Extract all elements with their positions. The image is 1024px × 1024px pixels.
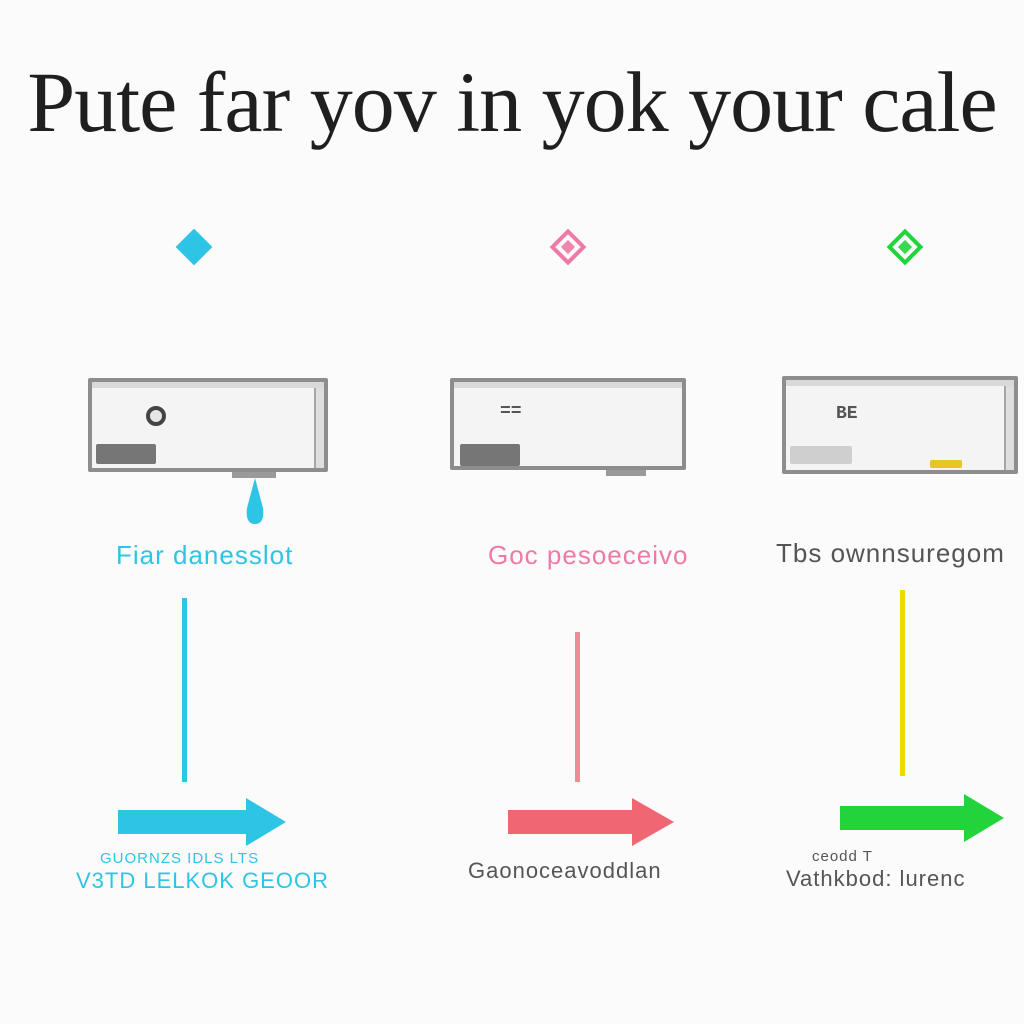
step-3-column: BE Tbs ownnsuregom ceodd T Vathkbod: lur… — [700, 0, 1024, 1024]
step-1-column: Fiar danesslot GUORNZS IDLS LTS V3TD LEL… — [0, 0, 340, 1024]
device-top-edge — [786, 380, 1014, 386]
device-indicator-light — [930, 460, 962, 468]
step-2-column: == Goc pesoeceivo Gaonoceavoddlan — [360, 0, 700, 1024]
device-side-panel — [1004, 386, 1014, 470]
device-slot — [790, 446, 852, 464]
device-top-edge — [454, 382, 682, 388]
green-diamond-icon — [886, 228, 924, 266]
step-1-caption: GUORNZS IDLS LTS V3TD LELKOK GEOOR — [76, 850, 329, 894]
device-slot — [96, 444, 156, 464]
step-3-label: Tbs ownnsuregom — [776, 538, 1005, 568]
step-1-connector-line — [182, 598, 187, 782]
step-1-caption-bottom: V3TD LELKOK GEOOR — [76, 868, 329, 893]
device-2: == — [450, 378, 686, 470]
device-slot — [460, 444, 520, 466]
cyan-diamond-icon — [175, 228, 213, 266]
device-3-mark: BE — [836, 404, 858, 424]
step-3-connector-line — [900, 590, 905, 776]
step-2-caption-bottom: Gaonoceavoddlan — [468, 858, 662, 883]
device-3: BE — [782, 376, 1018, 474]
step-1-label: Fiar danesslot — [116, 540, 294, 570]
step-3-caption-bottom: Vathkbod: lurenc — [786, 866, 966, 891]
step-2-caption: Gaonoceavoddlan — [468, 858, 662, 884]
step-3-caption-top: ceodd T — [812, 848, 873, 865]
device-2-mark: == — [500, 402, 522, 422]
step-3-caption: ceodd T Vathkbod: lurenc — [786, 848, 965, 892]
step-2-connector-line — [575, 632, 580, 782]
diagram-title: Pute far yov in yok your cale — [27, 54, 997, 150]
device-top-edge — [92, 382, 324, 388]
knob-icon — [146, 406, 166, 426]
device-side-panel — [314, 388, 324, 468]
device-foot — [232, 472, 276, 478]
droplet-icon — [246, 478, 264, 524]
device-1 — [88, 378, 328, 472]
cyan-arrow-icon — [118, 798, 286, 846]
green-arrow-icon — [840, 794, 1004, 842]
step-1-caption-top: GUORNZS IDLS LTS — [100, 850, 260, 867]
pink-diamond-icon — [549, 228, 587, 266]
device-foot — [606, 470, 646, 476]
step-2-label: Goc pesoeceivo — [488, 540, 689, 570]
red-arrow-icon — [508, 798, 674, 846]
